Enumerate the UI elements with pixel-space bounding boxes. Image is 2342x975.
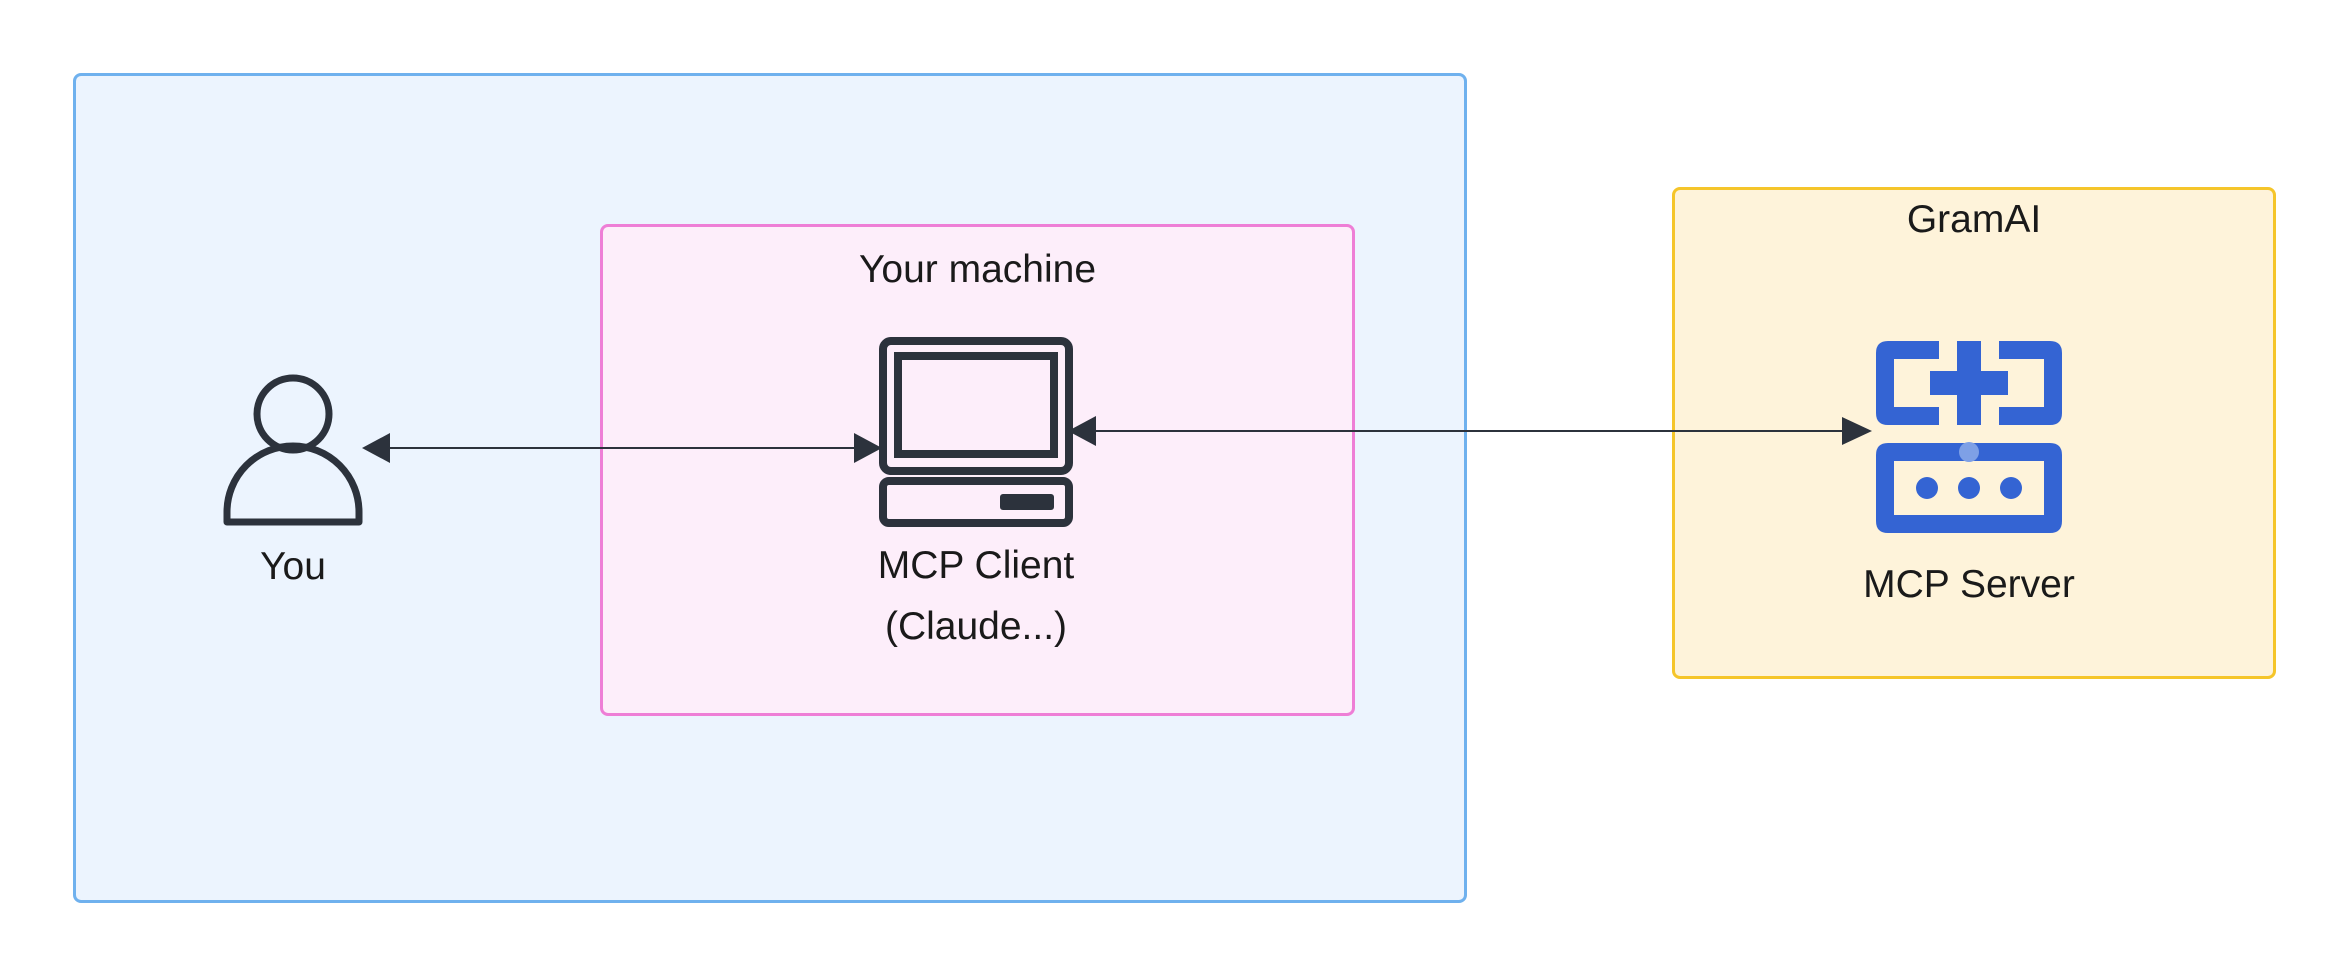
arrowhead-right bbox=[854, 433, 882, 463]
server-icon bbox=[1876, 341, 2062, 533]
computer-icon bbox=[878, 336, 1074, 528]
arrowhead-left bbox=[362, 433, 390, 463]
gramai-group bbox=[1672, 187, 2276, 679]
mcp-client-label-line1: MCP Client bbox=[877, 544, 1075, 587]
gramai-label: GramAI bbox=[1906, 198, 2042, 241]
your-machine-label: Your machine bbox=[858, 248, 1097, 291]
you-label: You bbox=[260, 545, 326, 588]
user-icon bbox=[222, 372, 364, 526]
arrowhead-left bbox=[1068, 416, 1096, 446]
arrowhead-right bbox=[1842, 417, 1872, 445]
mcp-client-label-line2: (Claude...) bbox=[884, 605, 1068, 648]
edge-you-client bbox=[362, 433, 882, 463]
mcp-server-label: MCP Server bbox=[1863, 563, 2075, 606]
edge-client-server bbox=[1068, 416, 1872, 446]
